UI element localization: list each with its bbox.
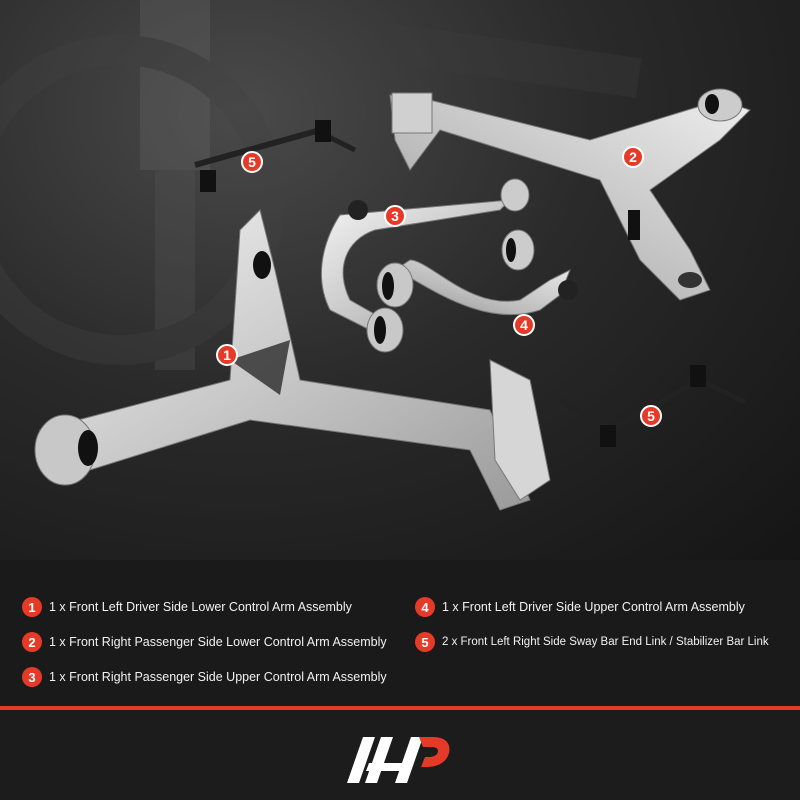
photo-badge-4: 4 — [513, 314, 535, 336]
legend-number-1: 1 — [22, 597, 42, 617]
legend-number-3: 3 — [22, 667, 42, 687]
background-suspension — [0, 0, 642, 370]
legend-text-5: 2 x Front Left Right Side Sway Bar End L… — [442, 636, 769, 648]
upper-control-arms — [321, 178, 578, 353]
parts-illustration — [0, 0, 751, 511]
legend-item-4: 4 1 x Front Left Driver Side Upper Contr… — [415, 597, 745, 617]
product-photo: 5 2 3 4 1 5 — [0, 0, 800, 560]
legend-number-4: 4 — [415, 597, 435, 617]
legend-item-3: 3 1 x Front Right Passenger Side Upper C… — [22, 667, 387, 687]
accent-divider — [0, 706, 800, 710]
photo-badge-5: 5 — [241, 151, 263, 173]
legend-item-1: 1 1 x Front Left Driver Side Lower Contr… — [22, 597, 352, 617]
photo-badge-5b: 5 — [640, 405, 662, 427]
legend-number-2: 2 — [22, 632, 42, 652]
footer — [0, 710, 800, 800]
legend-number-5: 5 — [415, 632, 435, 652]
photo-badge-2: 2 — [622, 146, 644, 168]
legend-item-2: 2 1 x Front Right Passenger Side Lower C… — [22, 632, 387, 652]
legend-text-1: 1 x Front Left Driver Side Lower Control… — [49, 600, 352, 614]
legend-text-3: 1 x Front Right Passenger Side Upper Con… — [49, 670, 387, 684]
photo-badge-1: 1 — [216, 344, 238, 366]
brand-logo-icon — [347, 737, 450, 783]
legend-item-5: 5 2 x Front Left Right Side Sway Bar End… — [415, 632, 769, 652]
lower-control-arm-right — [389, 88, 751, 301]
legend-text-2: 1 x Front Right Passenger Side Lower Con… — [49, 635, 387, 649]
lower-control-arm-left — [34, 209, 551, 511]
legend-text-4: 1 x Front Left Driver Side Upper Control… — [442, 600, 745, 614]
parts-legend: 1 1 x Front Left Driver Side Lower Contr… — [0, 580, 800, 700]
photo-badge-3: 3 — [384, 205, 406, 227]
